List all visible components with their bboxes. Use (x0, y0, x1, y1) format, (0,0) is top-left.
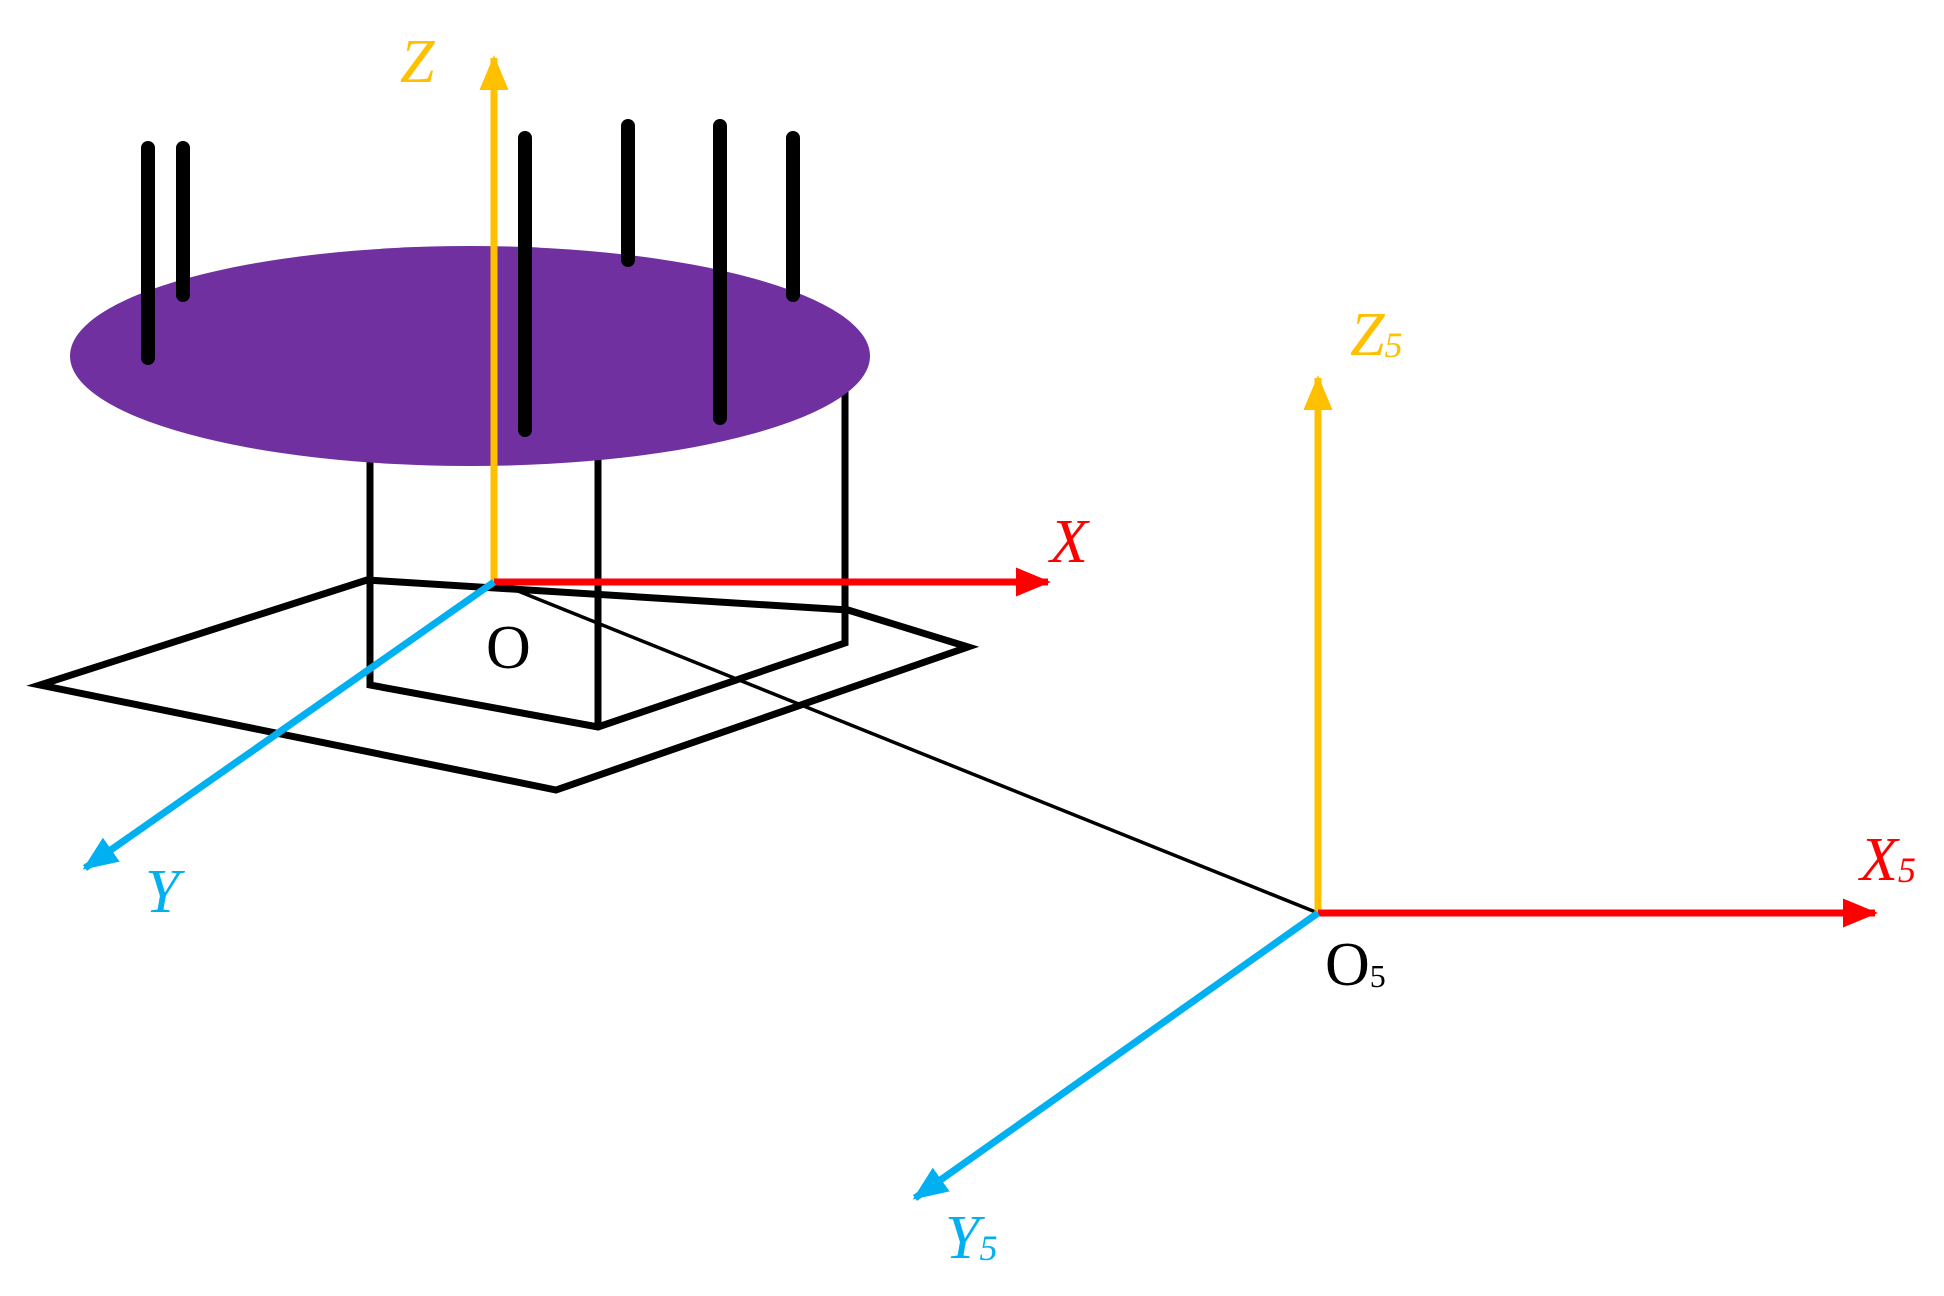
ground-plate (26, 576, 980, 794)
frame-o5-origin-letter: O (1325, 931, 1370, 999)
frame-o5-y-letter: Y (945, 1204, 985, 1272)
frame-o-origin-label: O (486, 614, 531, 682)
frame-o5-x-label: X5 (1857, 826, 1916, 894)
connector-line (492, 579, 1319, 915)
platform-disk (70, 246, 870, 466)
frame-o-y-axis (82, 579, 497, 871)
frame-o-x-label: X (1047, 508, 1090, 576)
frame-o-y-label: Y (145, 858, 185, 926)
frame-o5-z-letter: Z (1350, 301, 1385, 369)
frame-o5-origin-label: O5 (1325, 931, 1386, 999)
frame-o5-y-label: Y5 (945, 1204, 997, 1272)
frame-o5-y-subscript: 5 (979, 1228, 997, 1268)
pedestal-box (366, 390, 849, 731)
frame-o5-x-subscript: 5 (1898, 850, 1916, 890)
frame-o5-origin-subscript: 5 (1370, 958, 1386, 994)
frame-o5-z-subscript: 5 (1384, 325, 1402, 365)
frame-o5-x-letter: X (1857, 826, 1900, 894)
frame-o5-z-label: Z5 (1350, 301, 1402, 369)
frame-o5-axes (912, 375, 1878, 1201)
frame-o5-y-axis (912, 910, 1321, 1201)
rods (141, 119, 800, 437)
frame-o-z-label: Z (400, 28, 435, 96)
frame-o-axes (82, 55, 1051, 871)
